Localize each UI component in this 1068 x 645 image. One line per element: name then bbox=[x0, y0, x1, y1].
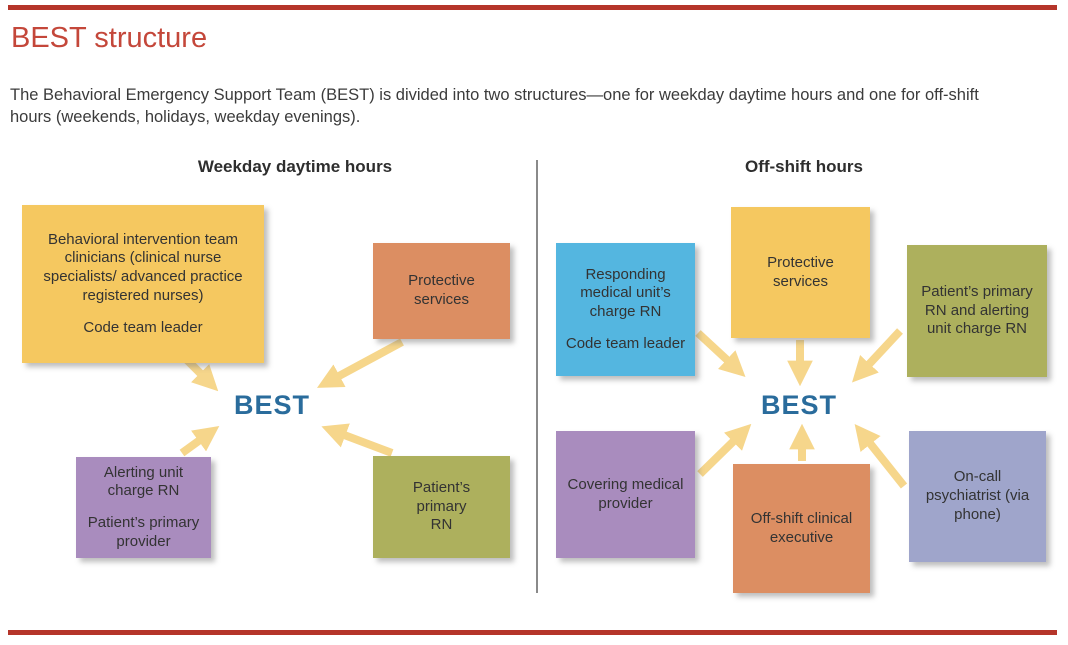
arrow-alerting-to-best bbox=[179, 425, 220, 457]
intro-text: The Behavioral Emergency Support Team (B… bbox=[10, 86, 979, 127]
section-header-weekday: Weekday daytime hours bbox=[197, 157, 393, 176]
box-text: Protective services bbox=[767, 253, 834, 290]
box-text: Off-shift clinical executive bbox=[750, 509, 853, 546]
box-patients-primary-rn-weekday: Patient’s primary RN bbox=[373, 456, 510, 558]
box-on-call-psychiatrist: On-call psychiatrist (via phone) bbox=[909, 431, 1046, 562]
box-text: Alerting unit charge RN bbox=[103, 463, 184, 500]
bottom-rule bbox=[8, 630, 1057, 635]
top-rule bbox=[8, 5, 1057, 10]
box-behavioral-intervention-team: Behavioral intervention team clinicians … bbox=[22, 205, 264, 363]
arrow-protective-to-best-weekday bbox=[316, 338, 404, 388]
page-title: BEST structure bbox=[11, 22, 208, 54]
box-text: Responding medical unit’s charge RN bbox=[580, 265, 671, 321]
box-protective-services-offshift: Protective services bbox=[731, 207, 870, 338]
arrow-primary-rn-to-best bbox=[321, 423, 394, 457]
box-responding-medical-units-charge-rn: Responding medical unit’s charge RN Code… bbox=[556, 243, 695, 376]
box-text: Covering medical provider bbox=[567, 475, 684, 512]
box-text: Patient’s primary provider bbox=[87, 514, 200, 550]
box-off-shift-clinical-executive: Off-shift clinical executive bbox=[733, 464, 870, 593]
best-label-weekday: BEST bbox=[233, 390, 310, 420]
box-alerting-unit-charge-rn: Alerting unit charge RN Patient’s primar… bbox=[76, 457, 211, 558]
best-label-offshift: BEST bbox=[760, 390, 837, 420]
box-text: Behavioral intervention team clinicians … bbox=[43, 230, 243, 304]
arrow-responding-to-best bbox=[695, 330, 746, 377]
box-text: Code team leader bbox=[565, 334, 686, 352]
box-text: Protective services bbox=[408, 272, 475, 308]
section-divider bbox=[536, 160, 538, 593]
box-text: On-call psychiatrist (via phone) bbox=[925, 468, 1030, 523]
box-text: Code team leader bbox=[83, 318, 203, 336]
section-header-offshift: Off-shift hours bbox=[744, 157, 864, 176]
box-text: Patient’s primary RN and alerting unit c… bbox=[921, 282, 1033, 338]
box-patients-primary-rn-and-alerting-unit-charge-rn: Patient’s primary RN and alerting unit c… bbox=[907, 245, 1047, 377]
box-covering-medical-provider: Covering medical provider bbox=[556, 431, 695, 558]
box-text: Patient’s primary RN bbox=[412, 478, 471, 534]
box-protective-services-weekday: Protective services bbox=[373, 243, 510, 339]
